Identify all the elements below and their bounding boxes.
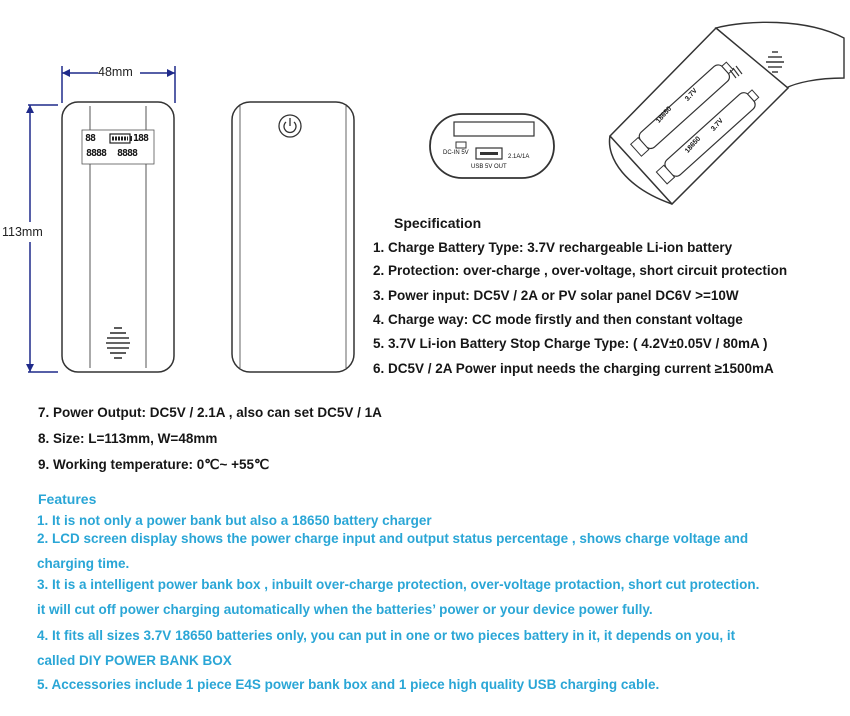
device-port-end-view [429,113,555,179]
port-label-dcin: DC-IN 5V [443,150,469,156]
lcd-digits-bottom-right: 8888 [117,148,138,159]
lcd-digits-top-right: 188 [133,133,149,144]
spec-item-9: 9. Working temperature: 0℃~ +55℃ [38,457,270,472]
spec-item-6: 6. DC5V / 2A Power input needs the charg… [373,361,774,376]
speaker-grille-icon [106,327,130,359]
port-label-usb: USB 5V OUT [471,164,507,170]
feature-line-1: 1. It is not only a power bank but also … [37,513,432,528]
device-open-battery-view [608,21,845,206]
feature-line-8: 5. Accessories include 1 piece E4S power… [37,677,660,692]
device-back-view [231,101,355,373]
power-button-icon [278,114,302,138]
lcd-digits-top-left: 88 [85,133,96,144]
spec-item-5: 5. 3.7V Li-ion Battery Stop Charge Type:… [373,336,768,351]
feature-line-2: 2. LCD screen display shows the power ch… [37,531,749,546]
feature-line-3: charging time. [37,556,130,571]
lcd-digits-bottom-left: 8888 [86,148,107,159]
feature-line-6: 4. It fits all sizes 3.7V 18650 batterie… [37,628,736,643]
spec-item-2: 2. Protection: over-charge , over-voltag… [373,263,788,278]
width-dimension-label: 48mm [98,65,133,79]
height-dimension-label: 113mm [2,225,43,239]
device-front-view [61,101,175,373]
feature-line-5: it will cut off power charging automatic… [37,602,653,617]
port-label-current: 2.1A/1A [508,154,530,160]
spec-item-7: 7. Power Output: DC5V / 2.1A , also can … [38,405,382,420]
features-title: Features [38,491,97,507]
specification-title: Specification [394,215,482,231]
spec-item-4: 4. Charge way: CC mode firstly and then … [373,312,743,327]
spec-item-3: 3. Power input: DC5V / 2A or PV solar pa… [373,288,739,303]
spec-item-8: 8. Size: L=113mm, W=48mm [38,431,218,446]
feature-line-7: called DIY POWER BANK BOX [37,653,232,668]
spec-item-1: 1. Charge Battery Type: 3.7V rechargeabl… [373,240,733,255]
usb-port-icon [475,147,503,160]
feature-line-4: 3. It is a intelligent power bank box , … [37,577,760,592]
